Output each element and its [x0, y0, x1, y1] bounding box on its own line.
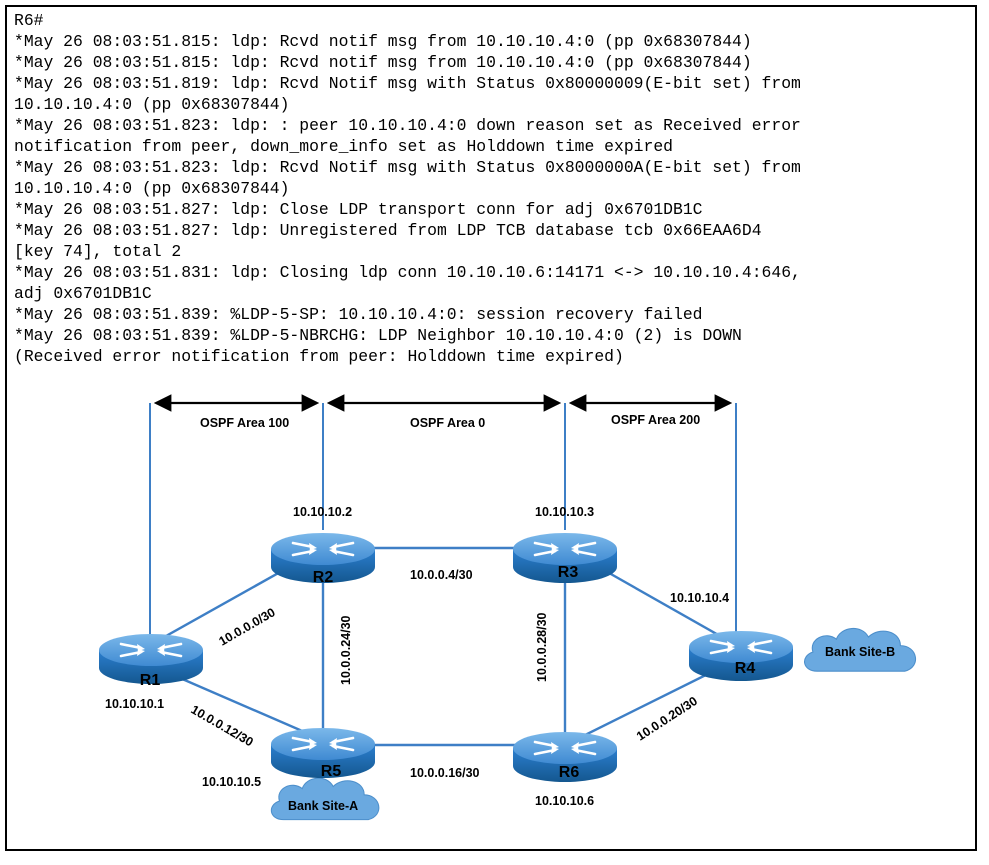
link-label-r2-r5: 10.0.0.24/30: [339, 615, 353, 685]
link-label-r2-r3: 10.0.0.4/30: [410, 568, 473, 582]
log-line: *May 26 08:03:51.815: ldp: Rcvd notif ms…: [14, 53, 752, 72]
area-boundaries: [149, 394, 737, 660]
router-r4-ip: 10.10.10.4: [670, 591, 729, 605]
console-log: R6# *May 26 08:03:51.815: ldp: Rcvd noti…: [14, 10, 801, 367]
log-line: (Received error notification from peer: …: [14, 347, 624, 366]
router-r4-name: R4: [735, 660, 756, 677]
link-label-r5-r6: 10.0.0.16/30: [410, 766, 480, 780]
link-label-r4-r6: 10.0.0.20/30: [634, 694, 700, 744]
log-line: *May 26 08:03:51.823: ldp: Rcvd Notif ms…: [14, 158, 801, 177]
area-0-label: OSPF Area 0: [410, 416, 485, 430]
link-label-r3-r6: 10.0.0.28/30: [535, 612, 549, 682]
router-r1-name: R1: [140, 672, 161, 689]
log-line: *May 26 08:03:51.827: ldp: Unregistered …: [14, 221, 762, 240]
log-line: *May 26 08:03:51.823: ldp: : peer 10.10.…: [14, 116, 801, 135]
figure-frame: [5, 5, 977, 851]
router-r5-ip: 10.10.10.5: [202, 775, 261, 789]
log-line: notification from peer, down_more_info s…: [14, 137, 674, 156]
log-line: *May 26 08:03:51.831: ldp: Closing ldp c…: [14, 263, 801, 282]
log-line: *May 26 08:03:51.839: %LDP-5-NBRCHG: LDP…: [14, 326, 742, 345]
log-line: *May 26 08:03:51.839: %LDP-5-SP: 10.10.1…: [14, 305, 703, 324]
router-r2-name: R2: [313, 569, 334, 586]
router-r2: R2 10.10.10.2: [269, 505, 377, 586]
log-line: adj 0x6701DB1C: [14, 284, 152, 303]
router-r6-ip: 10.10.10.6: [535, 794, 594, 808]
link-label-r1-r5: 10.0.0.12/30: [189, 702, 256, 749]
log-line: R6#: [14, 11, 44, 30]
bank-site-a-label: Bank Site-A: [288, 799, 358, 813]
bank-site-a-cloud: Bank Site-A: [270, 777, 380, 821]
link-label-r1-r2: 10.0.0.0/30: [217, 605, 278, 648]
bank-site-b-cloud: Bank Site-B: [803, 627, 917, 672]
area-200-label: OSPF Area 200: [611, 413, 700, 427]
router-r1: R1 10.10.10.1: [97, 632, 205, 711]
router-r4: R4 10.10.10.4: [670, 591, 795, 683]
router-r5: R5 10.10.10.5: [202, 726, 377, 789]
bank-site-b-label: Bank Site-B: [825, 645, 895, 659]
log-line: 10.10.10.4:0 (pp 0x68307844): [14, 179, 290, 198]
log-line: *May 26 08:03:51.819: ldp: Rcvd Notif ms…: [14, 74, 801, 93]
router-r5-name: R5: [321, 763, 342, 780]
router-r1-ip: 10.10.10.1: [105, 697, 164, 711]
router-r3-ip: 10.10.10.3: [535, 505, 594, 519]
log-line: 10.10.10.4:0 (pp 0x68307844): [14, 95, 290, 114]
router-r3-name: R3: [558, 564, 579, 581]
router-r3: R3 10.10.10.3: [511, 505, 619, 585]
area-100-label: OSPF Area 100: [200, 416, 289, 430]
router-r6-name: R6: [559, 764, 580, 781]
router-r2-ip: 10.10.10.2: [293, 505, 352, 519]
router-r6: R6 10.10.10.6: [511, 730, 619, 808]
log-line: *May 26 08:03:51.827: ldp: Close LDP tra…: [14, 200, 703, 219]
log-line: *May 26 08:03:51.815: ldp: Rcvd notif ms…: [14, 32, 752, 51]
log-line: [key 74], total 2: [14, 242, 182, 261]
